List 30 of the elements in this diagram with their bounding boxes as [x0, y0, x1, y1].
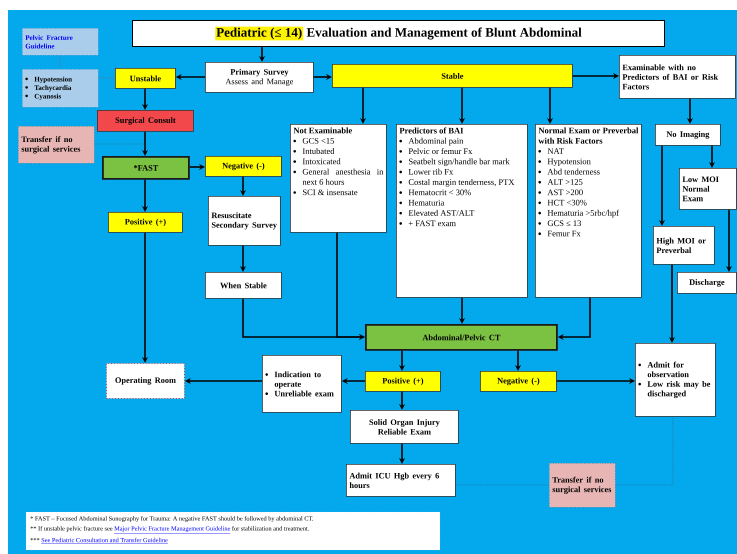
connector-line [456, 484, 550, 486]
status-box: Negative (-) [480, 371, 557, 392]
step-box: Examinable with no Predictors of BAI or Risk Factors [619, 55, 736, 99]
step-box: High MOI or Preverbal [653, 226, 715, 265]
step-box: When Stable [205, 272, 282, 299]
step-box: Low MOI Normal Exam [679, 168, 737, 210]
consult-box: Surgical Consult [97, 110, 194, 132]
status-box: Negative (-) [205, 156, 282, 177]
transfer-box: Transfer if no surgical services [18, 126, 95, 164]
step-box: Resuscitate Secondary Survey [208, 196, 281, 246]
operating-room-box: Operating Room [106, 363, 185, 399]
criteria-box: Not Examinable GCS <15 Intubated Intoxicated General anesthesia in next 6 hours SCI & insensate [290, 124, 387, 233]
step-box: Primary Survey Assess and Manage [205, 62, 314, 93]
transfer-box: Transfer if no surgical services [549, 463, 616, 508]
step-box: Admit for observation Low risk may be discharged [635, 343, 716, 417]
step-box: Discharge [677, 272, 737, 294]
criteria-box: Predictors of BAI Abdominal pain Pelvic or femur Fx Seatbelt sign/handle bar mark Lower rib Fx Costal margin tenderness, PTX Hematocrit < 30% Hematuria Elevated AST/ALT + FAST exam [396, 124, 528, 298]
step-box: Admit ICU Hgb every 6 hours [346, 464, 456, 497]
test-box: Abdominal/Pelvic CT [365, 324, 558, 351]
status-box: Positive (+) [108, 212, 183, 233]
status-box: Unstable [115, 68, 176, 89]
step-box: Indication to operate Unreliable exam [262, 355, 342, 413]
connector-line [615, 416, 674, 486]
status-box: Stable [332, 64, 573, 88]
step-box: No Imaging [655, 124, 721, 146]
criteria-box: Normal Exam or Preverbal with Risk Factors NAT Hypotension Abd tenderness ALT >125 AST >200 HCT <30% Hematuria >5rbc/hpf GCS ≤ 13 Femur Fx [535, 124, 642, 298]
status-box: Positive (+) [365, 371, 441, 392]
step-box: Solid Organ Injury Reliable Exam [350, 410, 459, 444]
title-box: Pediatric (≤ 14) Evaluation and Management of Blunt Abdominal [132, 20, 665, 47]
test-box: *FAST [102, 156, 190, 180]
